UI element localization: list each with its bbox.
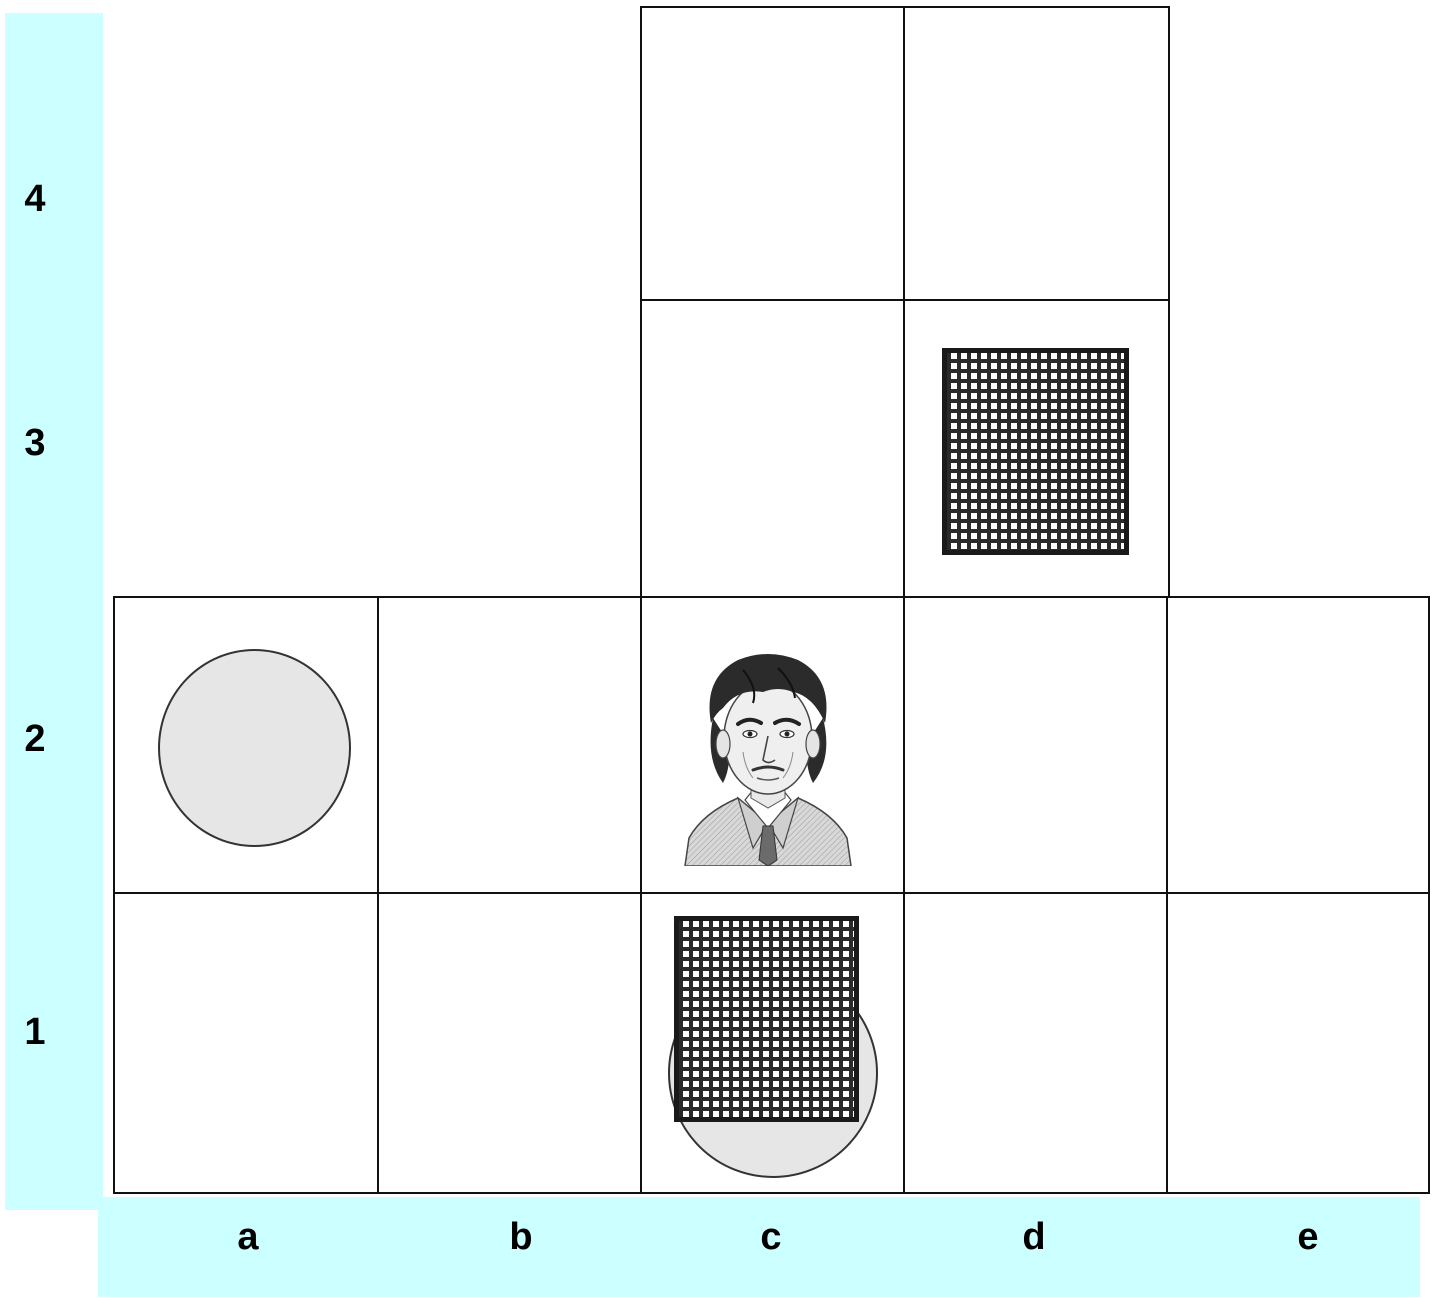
square-c3[interactable] bbox=[640, 299, 907, 600]
square-e1[interactable] bbox=[1166, 892, 1430, 1194]
square-b1[interactable] bbox=[377, 892, 644, 1194]
square-a1[interactable] bbox=[113, 892, 381, 1194]
block-piece-c1[interactable] bbox=[674, 916, 859, 1122]
square-c4[interactable] bbox=[640, 6, 907, 303]
disc-piece-a2[interactable] bbox=[158, 649, 351, 847]
square-d2[interactable] bbox=[903, 596, 1170, 896]
block-piece-d3[interactable] bbox=[942, 348, 1129, 555]
person-piece-c2[interactable] bbox=[683, 648, 853, 866]
square-b2[interactable] bbox=[377, 596, 644, 896]
square-d4[interactable] bbox=[903, 6, 1170, 303]
square-d1[interactable] bbox=[903, 892, 1170, 1194]
square-e2[interactable] bbox=[1166, 596, 1430, 896]
